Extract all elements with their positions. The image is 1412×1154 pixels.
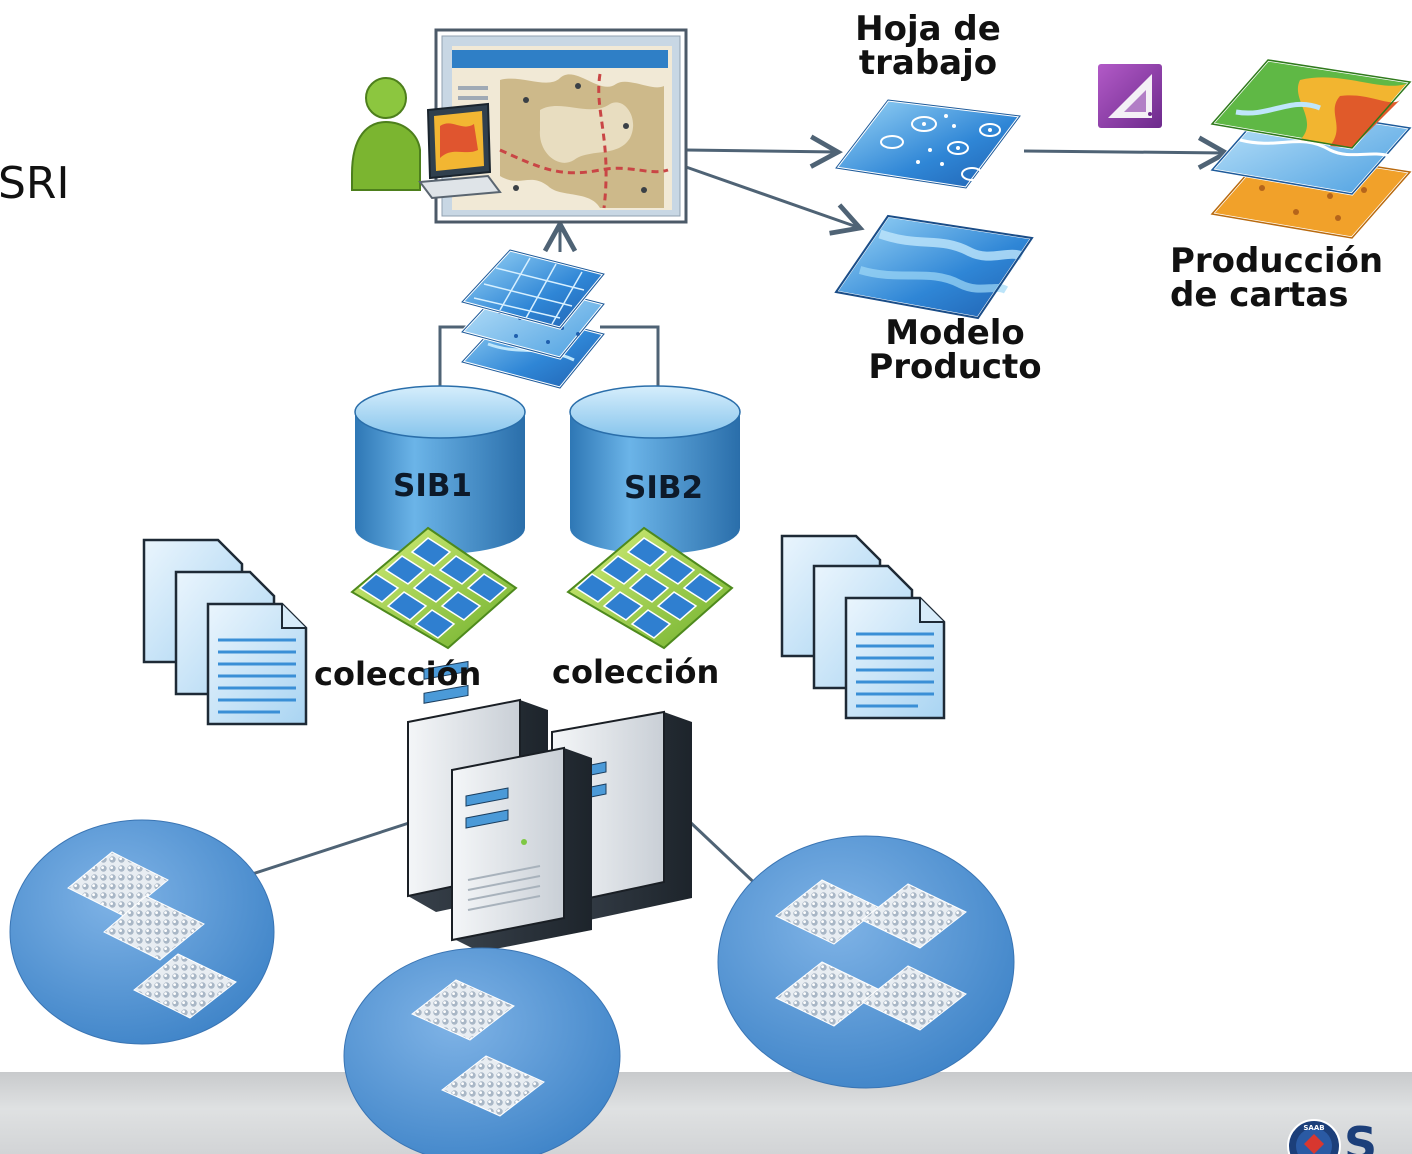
label-produccion-line1: Producción — [1170, 241, 1384, 281]
tile-grid-ellipse-icon — [9, 819, 275, 1045]
saab-seal-text: SAAB — [1303, 1124, 1324, 1132]
saab-logo-icon: SAAB S — [1284, 1112, 1412, 1154]
label-modelo-producto: Modelo Producto — [852, 316, 1058, 384]
connector-sib2-stack — [600, 325, 660, 392]
tile-grid-ellipse-icon — [717, 835, 1015, 1089]
connector-server-ellipse-right — [688, 820, 764, 892]
label-coleccion-2: colección — [552, 653, 720, 691]
database-cylinder-icon — [569, 385, 741, 554]
footer-bar — [0, 1072, 1412, 1154]
connectors — [239, 134, 1231, 962]
label-hoja-de-trabajo: Hoja de trabajo — [836, 12, 1020, 80]
label-coleccion-1: colección — [314, 655, 482, 693]
tile-grid-ellipse-icon — [343, 947, 621, 1154]
document-stack-icon — [780, 534, 946, 720]
saab-logo-letter: S — [1344, 1117, 1377, 1154]
tile-collection-icon — [350, 526, 518, 650]
product-model-layer-icon — [833, 214, 1035, 320]
arrow-worksheet-production — [1023, 135, 1231, 170]
chart-production-stack-icon — [1209, 58, 1412, 240]
label-hoja-de-trabajo-line1: Hoja de — [855, 9, 1001, 49]
label-produccion-line2: de cartas — [1170, 275, 1349, 315]
document-stack-icon — [142, 538, 308, 726]
triangle-tool-icon — [1098, 64, 1162, 128]
tile-collection-icon — [566, 526, 734, 650]
label-produccion-de-cartas: Producción de cartas — [1170, 244, 1383, 312]
label-hoja-de-trabajo-line2: trabajo — [858, 43, 998, 83]
worksheet-layer-icon — [833, 98, 1023, 190]
slide-title-fragment: SRI — [0, 158, 70, 209]
arrow-window-model — [685, 165, 865, 236]
server-cluster-icon — [407, 660, 692, 952]
database-cylinder-icon — [354, 385, 526, 554]
layer-stack-icon — [459, 248, 607, 390]
label-modelo-producto-line1: Modelo — [885, 313, 1025, 353]
connector-server-ellipse-left — [239, 820, 413, 880]
label-sib1: SIB1 — [393, 468, 473, 504]
connector-sib1-stack — [438, 325, 470, 392]
user-at-computer-icon — [351, 77, 502, 200]
label-modelo-producto-line2: Producto — [868, 347, 1042, 387]
arrow-window-worksheet — [685, 134, 843, 169]
label-sib2: SIB2 — [624, 470, 704, 506]
